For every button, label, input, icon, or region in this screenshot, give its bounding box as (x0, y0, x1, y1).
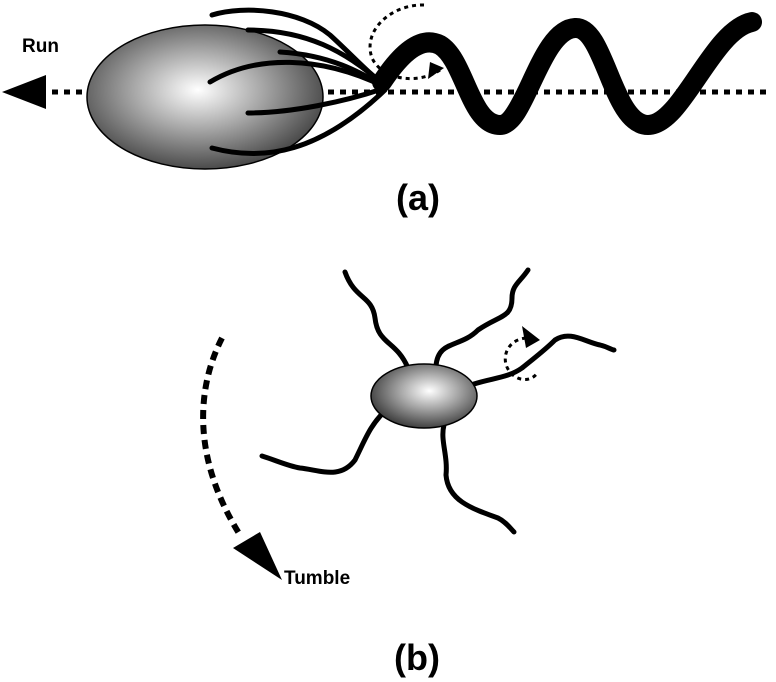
flagella-bundle (207, 7, 388, 157)
rotation-indicator-run (368, 3, 444, 81)
tumble-direction-arc (200, 336, 243, 537)
caption-panel-a: (a) (396, 177, 440, 218)
run-arrowhead (2, 75, 46, 109)
run-label: Run (22, 36, 59, 57)
bacterium-cell-body-tumble (370, 363, 478, 429)
rotation-indicator-tumble (503, 326, 540, 381)
tumble-label: Tumble (284, 568, 350, 589)
panel-b: Tumble (b) (200, 267, 617, 678)
splayed-flagella (259, 267, 617, 535)
tumble-arrowhead (233, 532, 282, 580)
helical-flagellar-bundle (372, 12, 762, 135)
panel-a: Run (a) (2, 3, 770, 218)
caption-panel-b: (b) (394, 637, 440, 678)
bacterium-cell-body-run (86, 24, 324, 170)
